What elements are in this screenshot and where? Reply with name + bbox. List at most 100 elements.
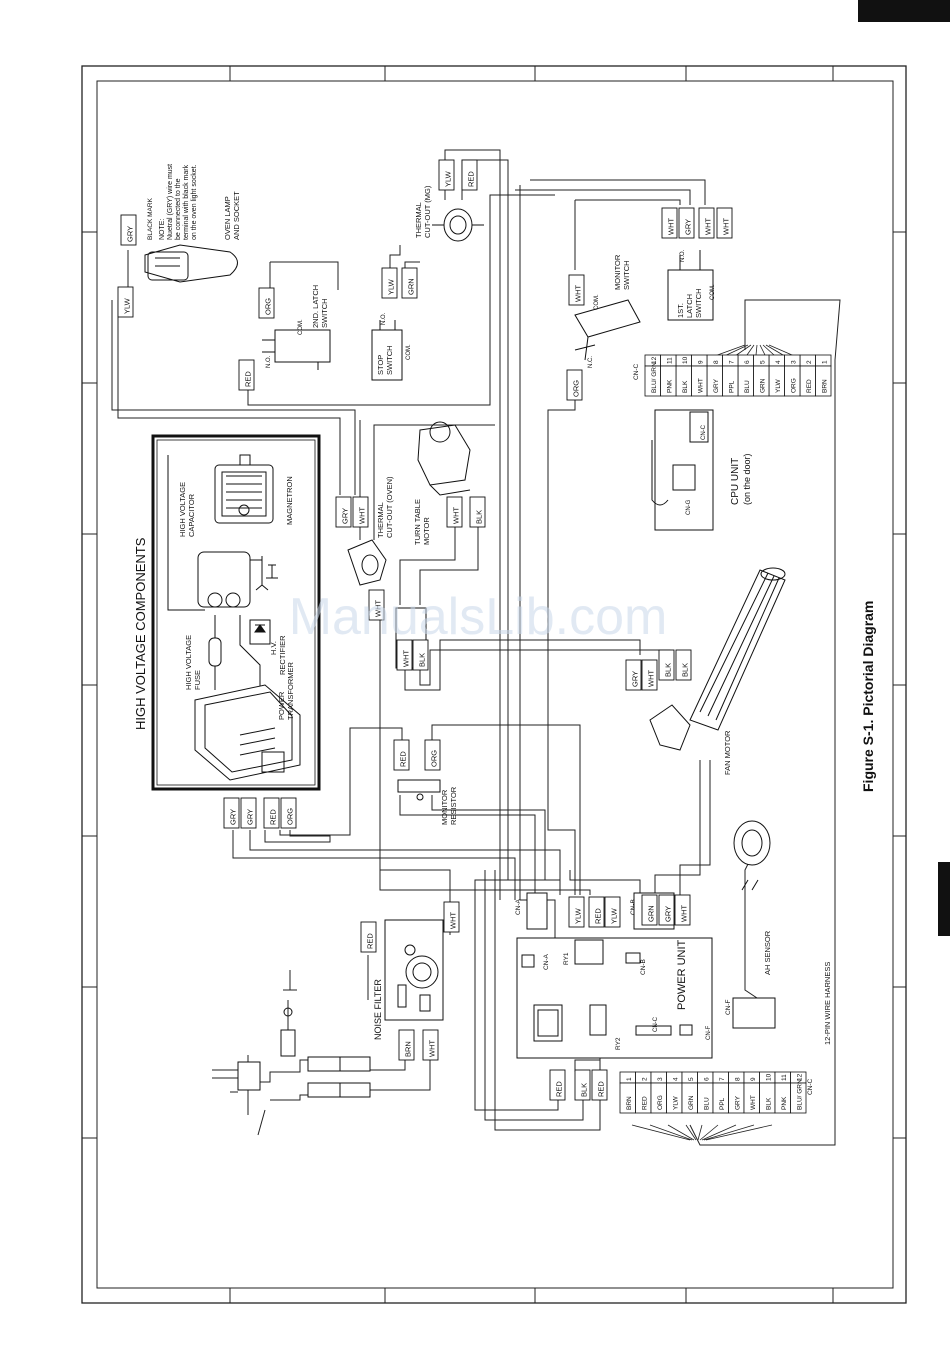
cnc-pin-number: 2 — [806, 360, 813, 364]
cnc-pin-color: RED — [806, 379, 813, 393]
cnc-pin-color: PPL — [719, 1097, 726, 1110]
wire-tag-power-unit-top: YLW — [568, 896, 585, 928]
wire-tag-stop: YLW — [381, 267, 398, 299]
stop-com: COM. — [406, 344, 412, 360]
wire-tag-tt-plug: WHT — [396, 639, 413, 671]
cnc-pin-number: 7 — [719, 1077, 726, 1081]
wire-tag-text: WHT — [358, 507, 367, 524]
wire-tag-text: YLW — [123, 297, 132, 314]
svg-text:CN-C: CN-C — [807, 1078, 814, 1095]
wire-tag-power-unit-bottom: RED — [591, 1069, 608, 1101]
monitor-com: COM. — [594, 294, 600, 310]
thermal-oven-label: THERMAL CUT-OUT (OVEN) — [376, 476, 394, 538]
svg-text:TRANSFORMER: TRANSFORMER — [286, 662, 295, 721]
wire-tag-text: RED — [244, 371, 253, 387]
wire-tag-turntable: BLK — [469, 496, 486, 528]
wire-tag-text: WHT — [452, 507, 461, 524]
svg-text:terminal with black mark: terminal with black mark — [183, 164, 190, 240]
svg-text:CUT-OUT (OVEN): CUT-OUT (OVEN) — [385, 476, 394, 538]
wire-tag-latch1: WHT — [716, 207, 733, 239]
svg-text:CUT-OUT (MG): CUT-OUT (MG) — [423, 185, 432, 238]
cnc-table-cpu: 1BRN2RED3ORG4YLW5GRN6BLU7PPL8GRY9WHT10BL… — [644, 354, 832, 397]
svg-text:H.V.: H.V. — [269, 641, 278, 655]
figure-title: Figure S-1. Pictorial Diagram — [860, 601, 876, 792]
wire-tag-text: RED — [555, 1081, 564, 1097]
wire-tag-transformer: GRY — [240, 797, 257, 829]
wire-tag-text: GRN — [407, 278, 416, 295]
monitor-nc: N.C. — [588, 356, 594, 368]
svg-text:CN-A: CN-A — [543, 953, 550, 970]
cnc-pin-color: BLU — [704, 1097, 711, 1110]
cpu-cng: CN-G — [686, 499, 692, 515]
wire-tag-text: BLK — [580, 1083, 589, 1097]
svg-text:SWITCH: SWITCH — [694, 288, 703, 318]
latch1-no: N.O. — [680, 249, 686, 262]
noise-filter — [384, 919, 444, 1021]
svg-text:NOTE:: NOTE: — [159, 219, 166, 240]
wire-tag-text: ORG — [264, 298, 273, 315]
latch2-no: N.O. — [266, 355, 272, 368]
svg-text:AND SOCKET: AND SOCKET — [232, 191, 241, 240]
cnc-pin-color: WHT — [698, 378, 705, 393]
cnc-pin-number: 10 — [682, 356, 689, 364]
wire-tag-text: BLK — [475, 510, 484, 524]
monitor-switch-label: MONITOR SWITCH — [613, 254, 631, 290]
noise-filter-label: NOISE FILTER — [373, 979, 383, 1040]
cnc-pin-number: 3 — [791, 360, 798, 364]
cnc-pin-color: PNK — [781, 1096, 788, 1110]
power-transformer-label: POWER TRANSFORMER — [277, 662, 295, 721]
svg-text:be connected to the: be connected to the — [175, 178, 182, 240]
cnc-pin-number: 5 — [688, 1077, 695, 1081]
wire-tag-text: GRY — [684, 219, 693, 235]
cpu-cnc: CN-C — [701, 424, 707, 440]
cnc-pin-number: 5 — [760, 360, 767, 364]
wire-tag-fan: BLK — [675, 649, 692, 681]
wire-tag-latch1: WHT — [698, 207, 715, 239]
monitor-switch — [574, 299, 641, 361]
wire-tag-fan: WHT — [641, 659, 658, 691]
wire-tag-noise-filter: WHT — [422, 1029, 439, 1061]
power-unit — [516, 937, 713, 1059]
wire-tag-latch2: RED — [238, 359, 255, 391]
wire-tag-text: GRY — [341, 508, 350, 524]
svg-text:2ND. LATCH: 2ND. LATCH — [311, 285, 320, 328]
wire-tag-power-unit-top: WHT — [674, 894, 691, 926]
cnc-pin-number: 2 — [642, 1077, 649, 1081]
latch2-com: COM. — [298, 319, 304, 335]
svg-text:STOP: STOP — [376, 355, 385, 375]
wire-tag-power-unit-top: YLW — [604, 896, 621, 928]
connector-plugs — [395, 607, 776, 1029]
cnc-pin-color: BRN — [822, 379, 829, 393]
wire-tag-power-unit-top: RED — [588, 896, 605, 928]
wire-tag-transformer: GRY — [223, 797, 240, 829]
turntable-motor — [417, 421, 471, 496]
oven-lamp-label: OVEN LAMP AND SOCKET — [223, 191, 241, 240]
wire-tag-power-unit-bottom: RED — [549, 1069, 566, 1101]
svg-text:HIGH VOLTAGE: HIGH VOLTAGE — [178, 482, 187, 537]
cnc-pin-color: RED — [642, 1096, 649, 1110]
cnc-pin-color: BLU — [744, 380, 751, 393]
svg-text:CPU UNIT: CPU UNIT — [730, 458, 741, 505]
wire-tag-text: RED — [366, 933, 375, 949]
cnc-pin-color: YLW — [775, 379, 782, 393]
svg-text:1ST.: 1ST. — [676, 303, 685, 318]
wire-tag-latch1: WHT — [661, 207, 678, 239]
wire-tag-tt-plug: BLK — [412, 639, 429, 671]
power-unit-label: POWER UNIT — [676, 939, 688, 1010]
wire-tag-turntable: WHT — [446, 496, 463, 528]
svg-text:Nuetral (GRY) wire must: Nuetral (GRY) wire must — [167, 164, 174, 240]
hv-rectifier-label: H.V. RECTIFIER — [269, 635, 287, 675]
